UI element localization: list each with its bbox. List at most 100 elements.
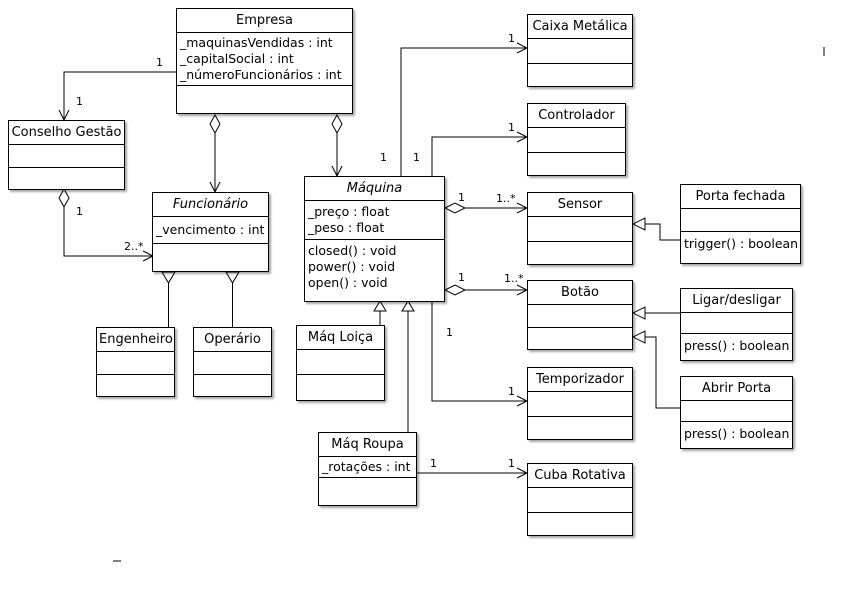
aggregation-diamond-conselho-func xyxy=(58,187,70,209)
generalization-triangle-func-eng xyxy=(161,271,176,284)
class-name: Ligar/desligar xyxy=(681,289,792,313)
operations-section xyxy=(528,328,632,349)
class-name: Funcionário xyxy=(153,193,268,217)
attributes-section xyxy=(528,128,625,153)
aggregation-diamond-maq-sensor xyxy=(443,202,467,214)
attribute: _númeroFuncionários : int xyxy=(180,67,342,82)
operations-section: closed() : void power() : void open() : … xyxy=(305,240,444,301)
attributes-section: _rotações : int xyxy=(319,457,416,478)
aggregation-diamond-empresa-func xyxy=(209,113,221,135)
attribute: _vencimento : int xyxy=(156,222,265,237)
operations-section: press() : boolean xyxy=(681,334,792,360)
multiplicity-label: 1 xyxy=(76,205,83,218)
multiplicity-label: 1 xyxy=(430,457,437,470)
multiplicity-label: 1 xyxy=(380,151,387,164)
attributes-section xyxy=(528,39,632,64)
class-porta-fechada[interactable]: Porta fechada trigger() : boolean xyxy=(680,184,801,264)
operations-section xyxy=(528,513,632,535)
class-name: Botão xyxy=(528,281,632,305)
operations-section: press() : boolean xyxy=(681,422,792,448)
attribute: _maquinasVendidas : int xyxy=(180,35,333,50)
operation: closed() : void xyxy=(308,243,397,258)
class-name: Máquina xyxy=(305,177,444,201)
class-controlador[interactable]: Controlador xyxy=(527,103,626,176)
attributes-section xyxy=(528,488,632,513)
class-name: Conselho Gestão xyxy=(9,121,124,145)
class-funcionario[interactable]: Funcionário _vencimento : int xyxy=(152,192,269,272)
attributes-section xyxy=(681,209,800,232)
class-name: Controlador xyxy=(528,104,625,128)
attributes-section: _vencimento : int xyxy=(153,217,268,244)
generalization-triangle-botao-1 xyxy=(631,306,646,320)
class-empresa[interactable]: Empresa _maquinasVendidas : int _capital… xyxy=(176,8,353,114)
class-caixa-metalica[interactable]: Caixa Metálica xyxy=(527,14,633,87)
attributes-section xyxy=(194,352,271,375)
class-botao[interactable]: Botão xyxy=(527,280,633,350)
generalization-triangle-maq-loica xyxy=(373,300,387,312)
multiplicity-label: 1 xyxy=(508,32,515,45)
class-operario[interactable]: Operário xyxy=(193,327,272,397)
attribute: _preço : float xyxy=(308,204,390,219)
multiplicity-label: 1 xyxy=(76,95,83,108)
class-name: Abrir Porta xyxy=(681,377,792,401)
multiplicity-label: 2..* xyxy=(124,240,144,253)
operations-section xyxy=(528,64,632,86)
attribute: _capitalSocial : int xyxy=(180,51,294,66)
multiplicity-label: 1 xyxy=(508,121,515,134)
attributes-section xyxy=(528,305,632,328)
multiplicity-label: 1 xyxy=(156,56,163,69)
attributes-section: _maquinasVendidas : int _capitalSocial :… xyxy=(177,33,352,86)
operations-section xyxy=(177,86,352,113)
multiplicity-label: 1 xyxy=(508,385,515,398)
operations-section xyxy=(9,168,124,189)
multiplicity-label: 1 xyxy=(413,151,420,164)
class-ligar-desligar[interactable]: Ligar/desligar press() : boolean xyxy=(680,288,793,361)
class-name: Sensor xyxy=(528,193,632,217)
generalization-triangle-maq-roupa xyxy=(401,300,415,312)
attributes-section xyxy=(681,401,792,422)
aggregation-diamond-maq-botao xyxy=(443,284,467,296)
attributes-section: _preço : float _peso : float xyxy=(305,201,444,240)
class-name: Caixa Metálica xyxy=(528,15,632,39)
operations-section: trigger() : boolean xyxy=(681,232,800,263)
operations-section xyxy=(297,375,384,400)
class-maq-loica[interactable]: Máq Loiça xyxy=(296,325,385,401)
class-engenheiro[interactable]: Engenheiro xyxy=(96,327,175,397)
operations-section xyxy=(528,417,632,439)
class-name: Empresa xyxy=(177,9,352,33)
attributes-section xyxy=(681,313,792,334)
operations-section xyxy=(528,153,625,175)
operations-section xyxy=(97,375,174,396)
generalization-triangle-sensor xyxy=(631,217,646,231)
assoc-empresa-conselho xyxy=(63,71,177,120)
class-cuba-rotativa[interactable]: Cuba Rotativa xyxy=(527,463,633,536)
generalization-triangle-botao-2 xyxy=(631,330,646,344)
operation: open() : void xyxy=(308,275,388,290)
class-name: Engenheiro xyxy=(97,328,174,352)
class-maquina[interactable]: Máquina _preço : float _peso : float clo… xyxy=(304,176,445,302)
aggregation-diamond-empresa-maquina xyxy=(331,113,343,135)
attribute: _peso : float xyxy=(308,220,385,235)
generalization-triangle-func-op xyxy=(225,271,240,284)
class-sensor[interactable]: Sensor xyxy=(527,192,633,265)
multiplicity-label: 1 xyxy=(458,191,465,204)
class-temporizador[interactable]: Temporizador xyxy=(527,367,633,440)
class-maq-roupa[interactable]: Máq Roupa _rotações : int xyxy=(318,432,417,506)
operations-section xyxy=(194,375,271,396)
multiplicity-label: 1 xyxy=(508,457,515,470)
operation: power() : void xyxy=(308,259,395,274)
class-conselho-gestao[interactable]: Conselho Gestão xyxy=(8,120,125,190)
attributes-section xyxy=(528,392,632,417)
multiplicity-label: 1..* xyxy=(504,272,524,285)
operation: trigger() : boolean xyxy=(684,236,799,251)
class-name: Máq Roupa xyxy=(319,433,416,457)
class-name: Porta fechada xyxy=(681,185,800,209)
class-name: Temporizador xyxy=(528,368,632,392)
operations-section xyxy=(153,244,268,271)
attributes-section xyxy=(9,145,124,168)
operations-section xyxy=(528,242,632,264)
class-abrir-porta[interactable]: Abrir Porta press() : boolean xyxy=(680,376,793,449)
operation: press() : boolean xyxy=(684,426,790,441)
operations-section xyxy=(319,478,416,505)
